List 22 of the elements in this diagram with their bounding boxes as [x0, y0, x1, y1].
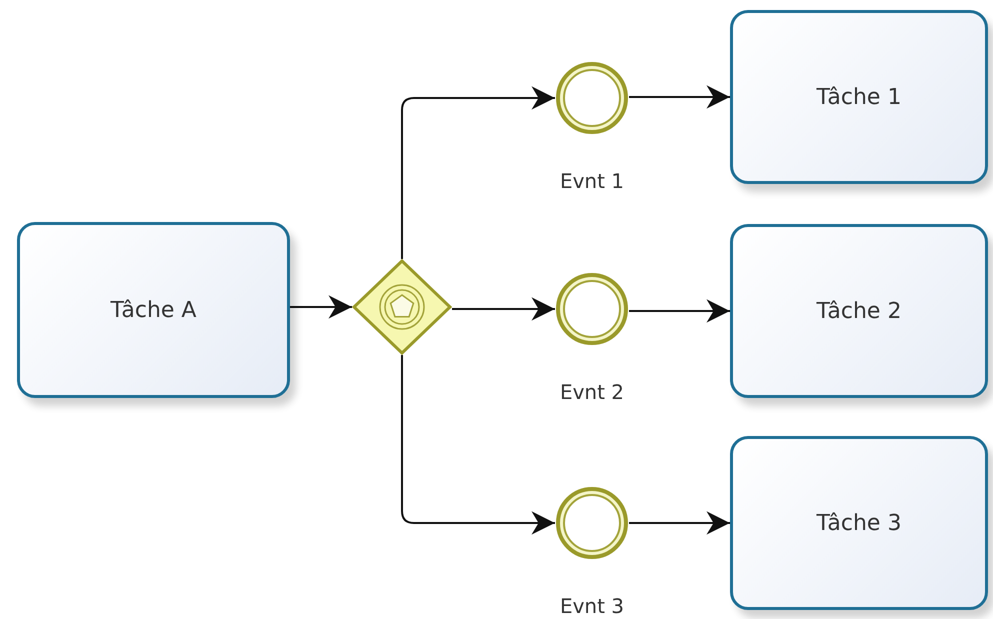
- event-label: Evnt 3: [560, 594, 624, 618]
- task-label: Tâche 1: [816, 84, 902, 110]
- arrow: [629, 511, 730, 535]
- task-box: [730, 10, 988, 184]
- event-label: Evnt 1: [560, 169, 624, 193]
- event-label: Evnt 2: [560, 380, 624, 404]
- task-label: Tâche 3: [816, 510, 902, 536]
- task-box: [730, 224, 988, 398]
- event-circle: [555, 61, 629, 135]
- arrow: [401, 86, 555, 259]
- task-box: [730, 436, 988, 610]
- arrow: [452, 297, 555, 321]
- task-box: [17, 222, 290, 398]
- event-circle: [555, 272, 629, 346]
- event-gateway-diamond: [352, 259, 452, 355]
- arrow: [290, 295, 352, 319]
- arrow: [629, 299, 730, 323]
- arrow: [401, 355, 555, 535]
- task-label: Tâche A: [110, 298, 196, 322]
- event-circle: [555, 486, 629, 560]
- arrow: [629, 85, 730, 109]
- task-label: Tâche 2: [816, 298, 902, 324]
